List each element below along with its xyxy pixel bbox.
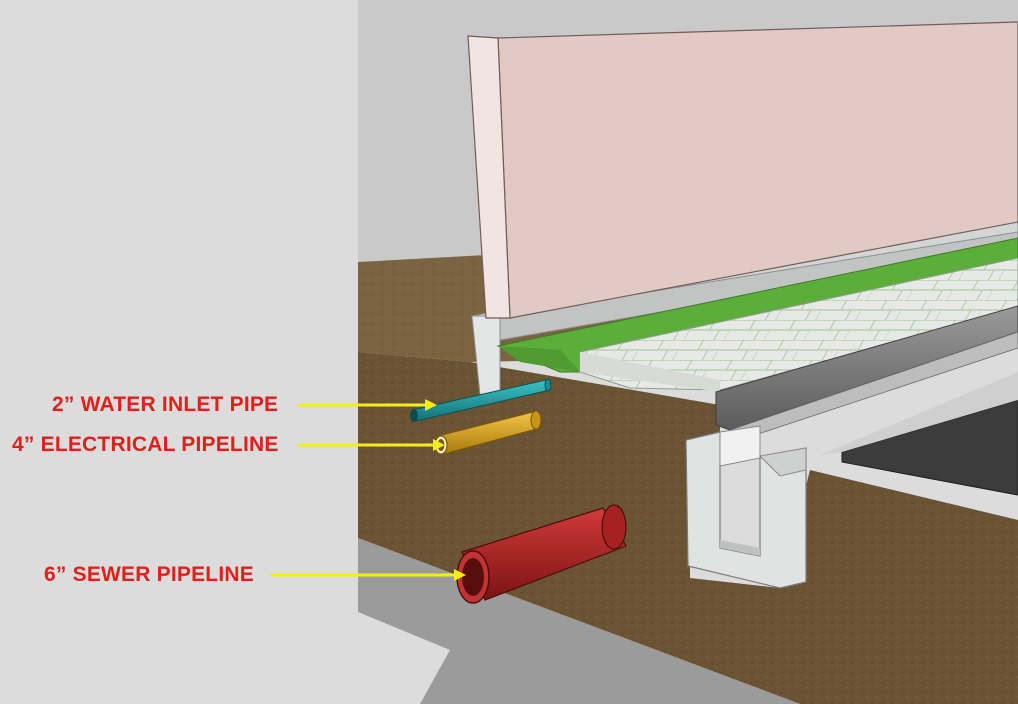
left-margin-panel [0, 0, 358, 704]
u-drain-right-wall-top [758, 447, 807, 477]
electrical-pipeline [434, 410, 542, 455]
wall-footing-side [499, 231, 1018, 341]
sewer-arrowhead [454, 569, 466, 581]
boundary-wall-edge [467, 35, 511, 319]
leader-lines [270, 399, 466, 581]
sewer-pipeline [456, 504, 627, 604]
u-drain-floor [720, 540, 760, 556]
water-inlet-pipe [410, 378, 552, 422]
road-asphalt [841, 399, 1018, 496]
paving-front-edge [580, 352, 720, 392]
grass-strip-edge [498, 346, 580, 372]
electrical-pipeline-label: 4” ELECTRICAL PIPELINE [12, 433, 279, 456]
road-shoulder [820, 372, 1018, 455]
electrical-arrowhead [433, 439, 445, 451]
u-drain-left-wall-top [719, 425, 761, 467]
water-inlet-pipe-label: 2” WATER INLET PIPE [52, 393, 279, 416]
lower-ground-light [358, 612, 450, 704]
water-arrowhead [425, 399, 437, 411]
sewer-pipeline-label: 6” SEWER PIPELINE [44, 563, 254, 586]
